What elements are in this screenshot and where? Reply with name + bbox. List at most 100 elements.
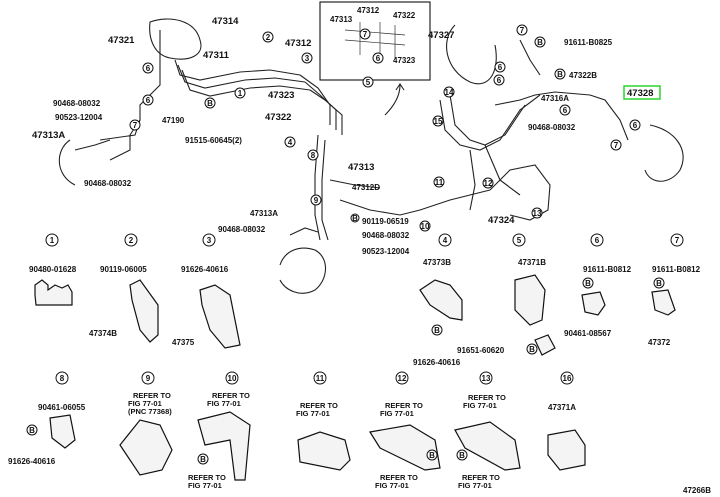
- svg-text:7: 7: [133, 121, 138, 130]
- svg-text:4: 4: [288, 138, 293, 147]
- svg-text:12: 12: [484, 179, 493, 188]
- detail-row-1: 1 90480-01628 2 90119-06005 47374B 3 916…: [29, 233, 701, 367]
- svg-text:16: 16: [563, 374, 572, 383]
- svg-text:B: B: [29, 426, 35, 435]
- detail-91626-40616-b: 91626-40616: [413, 358, 461, 367]
- callout-90468-b: 90468-08032: [84, 179, 132, 188]
- svg-text:5: 5: [366, 78, 371, 87]
- detail-47374B: 47374B: [89, 329, 117, 338]
- svg-text:7: 7: [675, 236, 680, 245]
- callout-47313-mid: 47313: [348, 162, 374, 173]
- fig-13: FIG 77-01: [463, 401, 497, 410]
- refer-13: REFER TO: [468, 393, 506, 402]
- detail-47371A: 47371A: [548, 403, 576, 412]
- callout-47314: 47314: [212, 16, 239, 27]
- detail-91611-B0812-b: 91611-B0812: [652, 265, 701, 274]
- svg-text:6: 6: [376, 54, 381, 63]
- svg-text:B: B: [429, 451, 435, 460]
- callout-47316A: 47316A: [541, 94, 569, 103]
- svg-text:9: 9: [314, 196, 319, 205]
- svg-text:B: B: [585, 279, 591, 288]
- callout-47323-mid: 47323: [268, 90, 294, 101]
- refer-12b: REFER TO: [380, 473, 418, 482]
- svg-text:7: 7: [614, 141, 619, 150]
- svg-text:B: B: [557, 70, 563, 79]
- svg-text:6: 6: [146, 64, 151, 73]
- fig-11: FIG 77-01: [296, 409, 330, 418]
- detail-90461-08567: 90461-08567: [564, 329, 612, 338]
- svg-text:13: 13: [533, 209, 542, 218]
- svg-text:1: 1: [50, 236, 55, 245]
- svg-text:B: B: [434, 326, 440, 335]
- svg-text:11: 11: [316, 374, 325, 383]
- detail-47373B: 47373B: [423, 258, 451, 267]
- detail-47375: 47375: [172, 338, 195, 347]
- callout-47312-mid: 47312: [285, 38, 311, 49]
- refer-11: REFER TO: [300, 401, 338, 410]
- callout-labels: 47321 47314 47311 47312 47313 47322 4732…: [32, 6, 661, 256]
- refer-12: REFER TO: [385, 401, 423, 410]
- svg-text:8: 8: [60, 374, 65, 383]
- callout-47312D: 47312D: [352, 183, 380, 192]
- svg-text:6: 6: [497, 76, 502, 85]
- svg-text:4: 4: [443, 236, 448, 245]
- detail-row-2: 8 90461-06055 B 91626-40616 9 REFER TO F…: [8, 371, 711, 495]
- callout-47322B: 47322B: [569, 71, 597, 80]
- detail-91626-40616-c: 91626-40616: [8, 457, 56, 466]
- svg-text:B: B: [529, 345, 535, 354]
- svg-text:8: 8: [311, 151, 316, 160]
- detail-47372: 47372: [648, 338, 671, 347]
- highlight-box: [623, 85, 661, 100]
- detail-91651-60620: 91651-60620: [457, 346, 505, 355]
- callout-47322-mid: 47322: [265, 112, 291, 123]
- svg-text:15: 15: [434, 117, 443, 126]
- svg-text:1: 1: [238, 89, 243, 98]
- fig-12b: FIG 77-01: [375, 481, 409, 490]
- svg-text:9: 9: [146, 374, 151, 383]
- callout-47324: 47324: [488, 215, 515, 226]
- svg-text:14: 14: [445, 88, 454, 97]
- detail-91626-40616: 91626-40616: [181, 265, 229, 274]
- svg-text:7: 7: [363, 30, 368, 39]
- svg-text:6: 6: [595, 236, 600, 245]
- svg-text:2: 2: [129, 236, 134, 245]
- svg-text:B: B: [207, 99, 213, 108]
- callout-90119: 90119-06519: [362, 217, 409, 226]
- svg-text:2: 2: [266, 33, 271, 42]
- fig-9: FIG 77-01: [128, 399, 162, 408]
- callout-47321: 47321: [108, 35, 135, 46]
- callout-47313-top: 47313: [330, 15, 353, 24]
- inset-box: [319, 1, 431, 81]
- svg-text:B: B: [352, 214, 358, 223]
- callout-90523-a: 90523-12004: [55, 113, 103, 122]
- detail-90480-01628: 90480-01628: [29, 265, 77, 274]
- svg-text:7: 7: [520, 26, 525, 35]
- detail-91611-B0812: 91611-B0812: [583, 265, 632, 274]
- detail-47371B: 47371B: [518, 258, 546, 267]
- svg-text:11: 11: [435, 178, 444, 187]
- refer-13b: REFER TO: [462, 473, 500, 482]
- svg-text:6: 6: [498, 63, 503, 72]
- svg-text:10: 10: [228, 374, 237, 383]
- fig-12: FIG 77-01: [380, 409, 414, 418]
- callout-47313A-mid: 47313A: [250, 209, 278, 218]
- callout-90523-b: 90523-12004: [362, 247, 410, 256]
- svg-text:6: 6: [633, 121, 638, 130]
- fig-10: FIG 77-01: [207, 399, 241, 408]
- svg-text:6: 6: [563, 106, 568, 115]
- refer-10: REFER TO: [212, 391, 250, 400]
- svg-text:13: 13: [482, 374, 491, 383]
- fig-13b: FIG 77-01: [458, 481, 492, 490]
- callout-90468-a: 90468-08032: [53, 99, 101, 108]
- callout-47328: 47328: [627, 88, 653, 99]
- pnc-9: (PNC 77368): [128, 407, 172, 416]
- callout-47313A-left: 47313A: [32, 130, 65, 141]
- figure-code: 47266B: [683, 486, 711, 495]
- callout-circles: 1 2 3 4 5 6 7 8 9 10 11 12 13 14 15 6 6 …: [129, 24, 641, 232]
- detail-90119-06005: 90119-06005: [100, 265, 147, 274]
- detail-90461-06055: 90461-06055: [38, 403, 86, 412]
- callout-90468-d: 90468-08032: [362, 231, 410, 240]
- callout-47323-top: 47323: [393, 56, 416, 65]
- callout-91515: 91515-60645(2): [185, 136, 242, 145]
